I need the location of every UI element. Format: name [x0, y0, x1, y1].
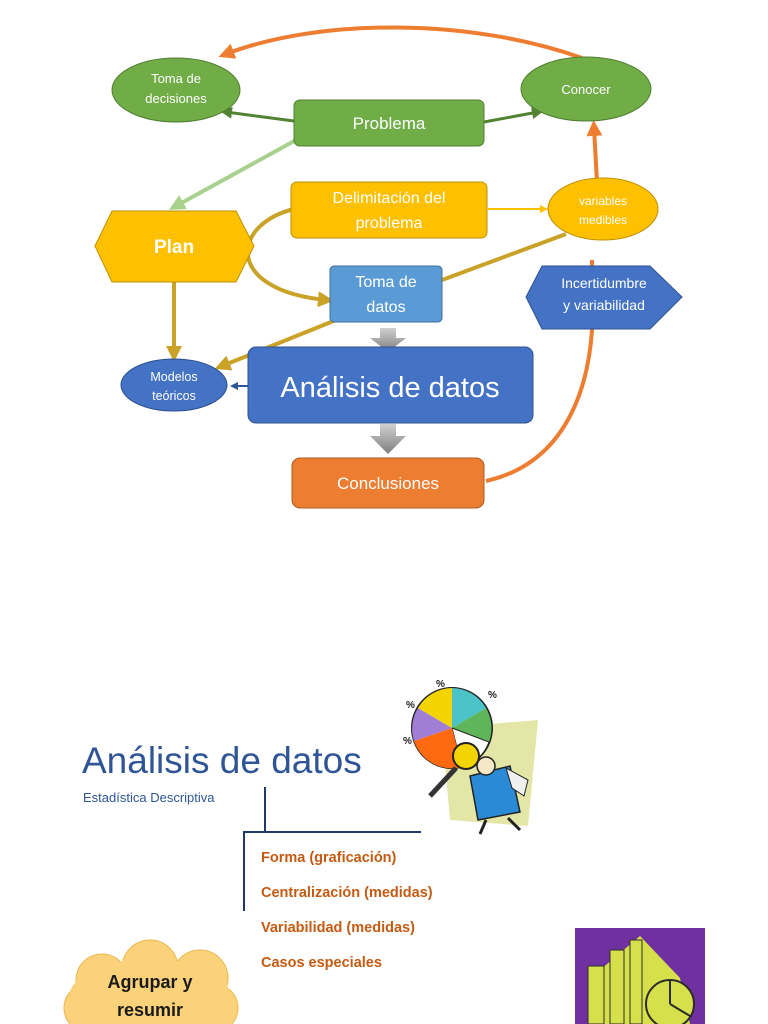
arrow-problema-to-plan [168, 138, 297, 210]
bullet-item: Variabilidad (medidas) [261, 920, 415, 936]
node-problema: Problema [293, 99, 485, 147]
bullet-item: Forma (graficación) [261, 850, 397, 866]
node-conocer: Conocer [520, 56, 652, 122]
node-conclusiones: Conclusiones [291, 457, 485, 509]
node-plan: Plan [94, 210, 255, 283]
svg-text:Plan: Plan [154, 237, 194, 258]
divider-horizontal [243, 831, 421, 833]
svg-text:%: % [488, 690, 497, 701]
svg-text:Toma de: Toma de [355, 274, 416, 291]
svg-text:y variabilidad: y variabilidad [563, 297, 645, 313]
svg-text:Modelos: Modelos [150, 370, 197, 384]
arrow-problema-to-decisiones [220, 106, 295, 123]
node-analisis-de-datos: Análisis de datos [247, 346, 534, 424]
cloud-agrupar-resumir: Agrupar y resumir [63, 939, 239, 1024]
arrow-conocer-to-decisiones [218, 25, 583, 60]
statistics-clipart-icon [575, 928, 705, 1024]
svg-text:Análisis de datos: Análisis de datos [280, 372, 499, 404]
arrow-tomadatos-to-modelos [214, 318, 337, 371]
node-delimitacion: Delimitación del problema [290, 181, 488, 239]
magnifier-chart-clipart: % % % % [403, 679, 538, 835]
arrow-variables-to-conocer [586, 120, 603, 183]
node-toma-de-datos: Toma de datos [329, 265, 443, 323]
svg-text:Problema: Problema [353, 114, 426, 133]
node-incertidumbre: Incertidumbre y variabilidad [525, 265, 683, 330]
node-variables-medibles: variables medibles [547, 177, 659, 241]
arrow-problema-to-conocer [483, 107, 544, 124]
node-toma-de-decisiones: Toma de decisiones [111, 57, 241, 123]
svg-text:%: % [403, 736, 412, 747]
svg-text:Conclusiones: Conclusiones [337, 474, 439, 493]
svg-text:datos: datos [366, 299, 405, 316]
bullet-list: Forma (graficación) Centralización (medi… [261, 846, 433, 986]
grey-arrow-tomadatos-to-analisis [370, 328, 406, 352]
svg-text:Incertidumbre: Incertidumbre [561, 275, 647, 291]
svg-text:decisiones: decisiones [145, 91, 207, 106]
grey-arrow-analisis-to-conclusiones [370, 424, 406, 454]
svg-text:problema: problema [356, 215, 423, 232]
svg-text:variables: variables [579, 194, 627, 208]
svg-text:Delimitación del: Delimitación del [333, 190, 446, 207]
divider-vertical [264, 787, 266, 833]
svg-text:Agrupar y: Agrupar y [107, 972, 192, 992]
bullet-bracket [243, 831, 245, 911]
svg-text:Conocer: Conocer [561, 82, 611, 97]
svg-text:resumir: resumir [117, 1000, 183, 1020]
bullet-item: Centralización (medidas) [261, 885, 433, 901]
svg-text:Toma de: Toma de [151, 71, 201, 86]
slide-subtitle: Estadística Descriptiva [83, 790, 215, 805]
line-variables-to-tomadatos [441, 232, 567, 282]
bullet-item: Casos especiales [261, 955, 382, 971]
slide-title: Análisis de datos [82, 740, 362, 781]
svg-text:medibles: medibles [579, 213, 627, 227]
svg-text:%: % [406, 700, 415, 711]
arrow-conclusiones-to-conocer [485, 260, 594, 483]
svg-text:teóricos: teóricos [152, 389, 196, 403]
node-modelos-teoricos: Modelos teóricos [120, 358, 228, 412]
svg-text:%: % [436, 679, 445, 690]
